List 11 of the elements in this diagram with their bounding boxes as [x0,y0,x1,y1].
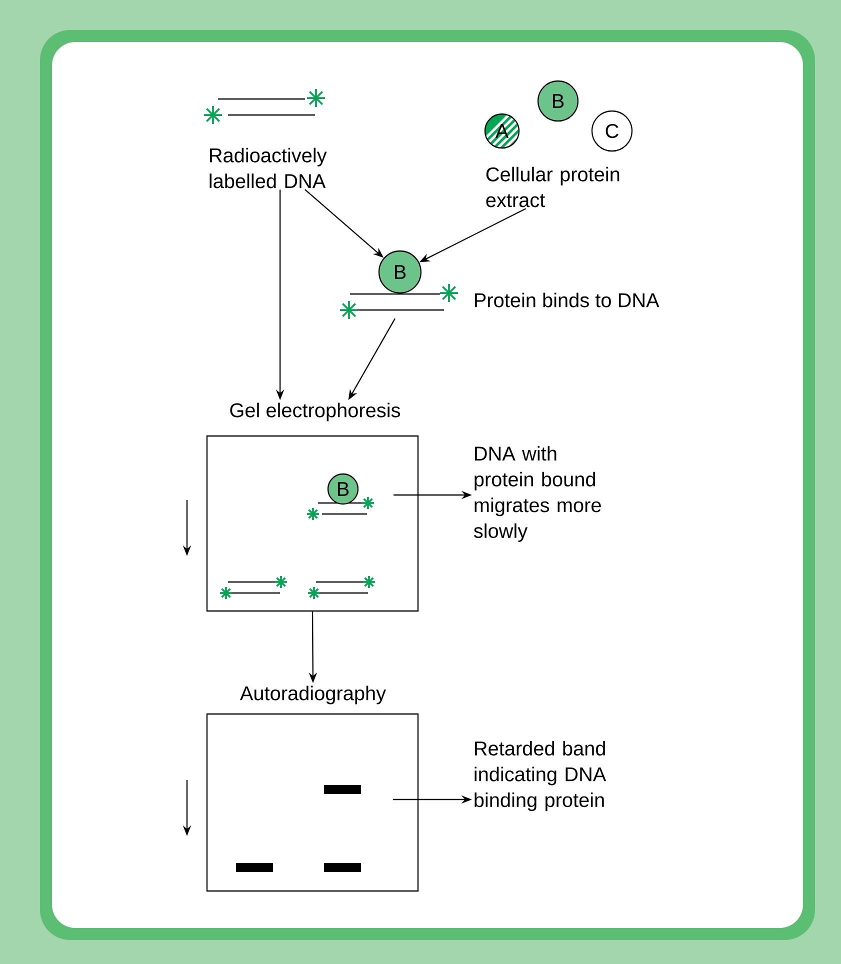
gel-box: Autoradiography [206,686,419,892]
label-text: Radioactively labelled DNA [210,148,327,188]
label-text: DNA with protein bound migrates more slowly [474,446,601,542]
label-text: Retarded band indicating DNA binding protein [474,740,606,812]
band [236,863,273,872]
label-text: Protein binds to DNA [475,292,660,308]
node-label: Gel electrophoresis [230,402,400,422]
band [324,863,361,872]
node-label: Autoradiography [240,686,386,704]
band [324,785,361,794]
label-text: Cellular protein extract [486,166,620,208]
